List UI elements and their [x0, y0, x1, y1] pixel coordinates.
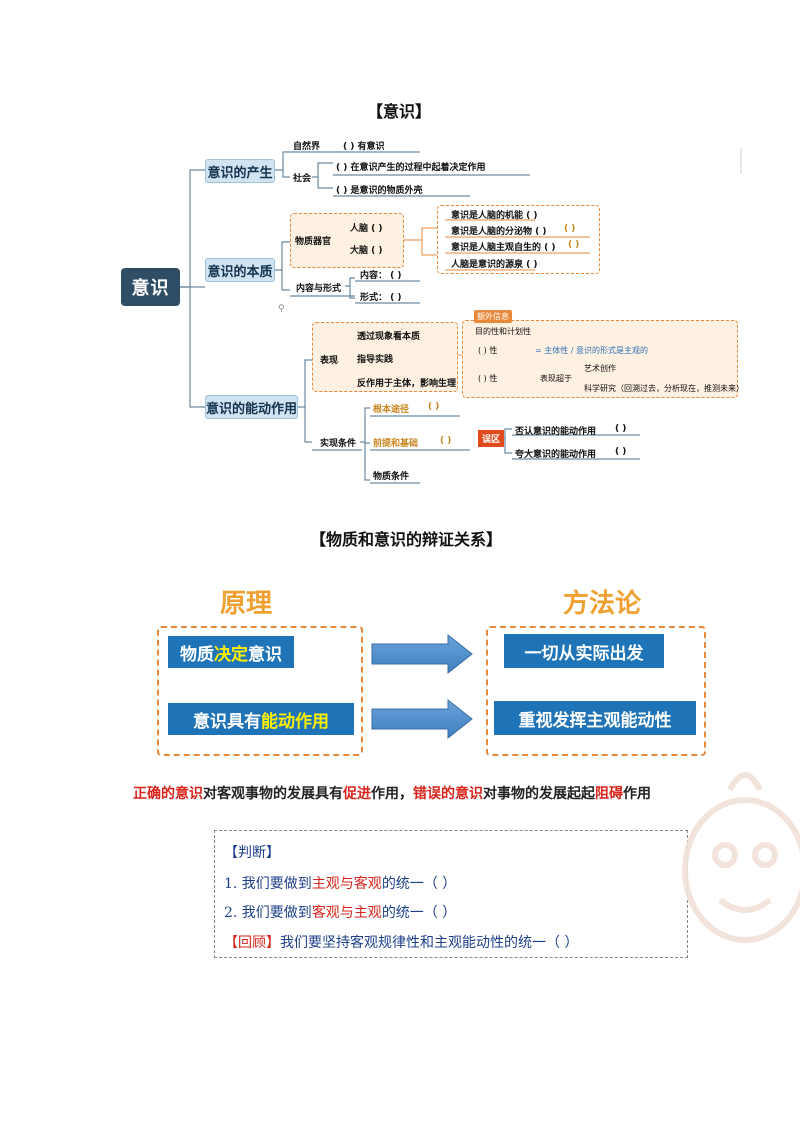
extra-info-3c: 艺术创作: [584, 364, 616, 373]
branch-consciousness-essence: 意识的本质: [205, 258, 275, 282]
society-item-1: ( ) 在意识产生的过程中起着决定作用: [336, 163, 486, 173]
mistake-2-blank: ( ): [615, 447, 627, 457]
performance-item-1: 透过现象看本质: [357, 332, 421, 342]
arrows: [371, 633, 473, 740]
judge-question-3: 【回顾】我们要坚持客观规律性和主观能动性的统一（ ）: [224, 932, 578, 952]
extra-info-3b: 表现超于: [540, 374, 572, 383]
dialectic-statement: 正确的意识对客观事物的发展具有促进作用，错误的意识对事物的发展起起阻碍作用: [133, 783, 651, 803]
q3-part-a: 【回顾】: [224, 935, 280, 951]
statement-correct: 正确的意识: [133, 786, 203, 802]
judge-question-1: 1. 我们要做到主观与客观的统一（ ）: [224, 873, 456, 893]
principle-box: [157, 626, 363, 756]
side-note-2: 意识是人脑的分泌物 ( ): [451, 227, 547, 237]
mistake-2: 夸大意识的能动作用: [515, 450, 597, 460]
society-item-2: ( ) 是意识的物质外壳: [336, 186, 423, 196]
principle-1-part-b: 决定: [214, 644, 248, 665]
branch-consciousness-initiative: 意识的能动作用: [205, 395, 298, 419]
q3-part-b: 我们要坚持客观规律性和主观能动性的统一（ ）: [280, 935, 579, 951]
organ-label: 物质器官: [295, 237, 332, 247]
statement-part-4: 作用，: [371, 786, 413, 802]
statement-part-6: 对事物的发展起起: [483, 786, 595, 802]
side-notes-box: [437, 205, 600, 274]
side-note-3: 意识是人脑主观自生的 ( ): [451, 243, 556, 253]
watermark-mascot-icon: [682, 772, 800, 943]
q2-part-c: 的统一（ ）: [381, 905, 457, 921]
mindmap-title: 【意识】: [367, 102, 432, 121]
performance-item-2: 指导实践: [357, 355, 394, 365]
principle-2: 意识具有能动作用: [168, 703, 354, 735]
statement-part-8: 作用: [623, 786, 651, 802]
extra-info-3d: 科学研究（回溯过去，分析现在，推测未来）: [584, 384, 744, 393]
arrow-right-icon: [371, 633, 473, 675]
methodology-1: 一切从实际出发: [504, 634, 664, 668]
organ-group-box: [290, 213, 404, 268]
extra-info-tag: 额外信息: [474, 310, 512, 323]
condition-2-blank: ( ): [440, 436, 452, 446]
condition-label: 实现条件: [320, 439, 357, 449]
judge-question-2: 2. 我们要做到客观与主观的统一（ ）: [224, 902, 456, 922]
methodology-2: 重视发挥主观能动性: [494, 701, 696, 735]
q1-part-b: 主观与客观: [311, 876, 382, 892]
judge-heading: 【判断】: [224, 845, 280, 861]
nature-item: ( ) 有意识: [343, 142, 385, 152]
condition-2: 前提和基础: [373, 439, 419, 449]
form-item-2: 形式： ( ): [360, 293, 402, 303]
side-note-2-extra: ( ): [564, 224, 576, 234]
side-note-4: 人脑是意识的源泉 ( ): [451, 260, 538, 270]
nature-label: 自然界: [293, 142, 321, 152]
statement-wrong: 错误的意识: [413, 786, 483, 802]
condition-3: 物质条件: [373, 472, 410, 482]
dialectic-title: 【物质和意识的辩证关系】: [310, 530, 503, 549]
principle-heading: 原理: [220, 589, 273, 619]
condition-1-blank: ( ): [428, 402, 440, 412]
principle-2-part-b: 能动作用: [261, 711, 329, 732]
methodology-heading: 方法论: [563, 589, 642, 619]
q1-part-c: 的统一（ ）: [381, 876, 457, 892]
mistake-tag: 误区: [478, 430, 505, 447]
performance-group-box: [312, 322, 458, 392]
branch-consciousness-origin: 意识的产生: [205, 159, 275, 183]
statement-part-2: 对客观事物的发展具有: [203, 786, 343, 802]
statement-hinder: 阻碍: [595, 786, 623, 802]
principle-1-part-a: 物质: [180, 644, 214, 665]
form-item-1: 内容： ( ): [360, 271, 402, 281]
arrow-right-icon: [371, 698, 473, 740]
organ-item-2: 大脑 ( ): [350, 246, 383, 256]
performance-item-3: 反作用于主体，影响生理: [357, 379, 457, 389]
mindmap-root-node: 意识: [121, 268, 180, 306]
performance-label: 表现: [320, 356, 339, 366]
side-note-1: 意识是人脑的机能 ( ): [451, 211, 538, 221]
statement-promote: 促进: [343, 786, 371, 802]
condition-1: 根本途径: [373, 405, 410, 415]
extra-info-2a: ( ) 性: [478, 346, 498, 355]
methodology-box: [486, 626, 706, 756]
extra-info-3a: ( ) 性: [478, 374, 498, 383]
society-label: 社会: [293, 174, 312, 184]
principle-1: 物质决定意识: [168, 636, 294, 668]
q1-part-a: 1. 我们要做到: [224, 876, 312, 892]
extra-info-box: [462, 320, 738, 398]
organ-item-1: 人脑 ( ): [350, 224, 383, 234]
extra-info-1: 目的性和计划性: [475, 327, 531, 336]
pin-icon: ⚲: [278, 304, 285, 314]
mistake-1-blank: ( ): [615, 424, 627, 434]
side-note-3-extra: ( ): [568, 240, 580, 250]
principle-1-part-c: 意识: [248, 644, 282, 665]
extra-info-2b: = 主体性 / 意识的形式是主观的: [535, 346, 649, 355]
form-label: 内容与形式: [296, 284, 342, 294]
q2-part-a: 2. 我们要做到: [224, 905, 312, 921]
q2-part-b: 客观与主观: [311, 905, 382, 921]
scroll-marker: [740, 148, 742, 174]
mistake-1: 否认意识的能动作用: [515, 427, 597, 437]
principle-2-part-a: 意识具有: [193, 711, 261, 732]
